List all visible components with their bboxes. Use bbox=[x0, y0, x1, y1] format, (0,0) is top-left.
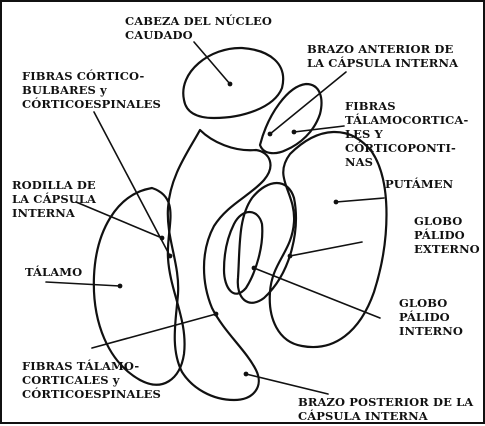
globus-pallidus-externus-outline bbox=[236, 182, 297, 304]
dot-putamen bbox=[333, 199, 339, 205]
label-posterior-limb: BRAZO POSTERIOR DE LA CÁPSULA INTERNA bbox=[298, 395, 474, 423]
label-putamen: PUTÁMEN bbox=[385, 177, 454, 191]
label-globus-pallidus-externus: GLOBO PÁLIDO EXTERNO bbox=[414, 214, 480, 256]
leader-fibras-posteriores bbox=[91, 313, 217, 349]
label-genu: RODILLA DE LA CÁPSULA INTERNA bbox=[12, 178, 97, 220]
leader-caudate bbox=[193, 41, 231, 85]
leader-genu bbox=[75, 201, 163, 239]
leader-gpe bbox=[289, 241, 363, 257]
leader-putamen bbox=[335, 197, 385, 203]
leader-posterior-limb bbox=[245, 373, 329, 395]
leader-thalamus bbox=[45, 281, 121, 287]
dot-gpi bbox=[251, 265, 257, 271]
globus-pallidus-internus-outline bbox=[222, 210, 264, 295]
label-globus-pallidus-internus: GLOBO PÁLIDO INTERNO bbox=[399, 296, 464, 338]
dot-gpe bbox=[287, 253, 293, 259]
anterior-limb-outline bbox=[258, 82, 323, 155]
dot-anterior-limb bbox=[267, 131, 273, 137]
leader-gpi bbox=[253, 267, 381, 319]
leader-thalamocortical-pontine bbox=[293, 125, 345, 133]
dot-caudate bbox=[227, 81, 233, 87]
caudate-head-outline bbox=[182, 46, 285, 120]
putamen-outline bbox=[268, 130, 388, 349]
label-thalamocortical-pontine-fibers: FIBRAS TÁLAMOCORTICA- LES Y CÓRTICOPONTI… bbox=[345, 99, 469, 169]
leader-corticobulbar bbox=[93, 111, 171, 257]
label-anterior-limb: BRAZO ANTERIOR DE LA CÁPSULA INTERNA bbox=[307, 42, 459, 70]
label-caudate-head: CABEZA DEL NÚCLEO CAUDADO bbox=[125, 14, 272, 42]
dot-fibras-posteriores bbox=[213, 311, 219, 317]
label-thalamocortical-corticospinal-fibers: FIBRAS TÁLAMO- CORTICALES y CÓRTICOESPIN… bbox=[22, 359, 161, 401]
dot-thalamocortical bbox=[291, 129, 297, 135]
label-corticobulbar-fibers: FIBRAS CÓRTICO- BULBARES y CÓRTICOESPINA… bbox=[22, 69, 161, 111]
thalamus-outline bbox=[92, 186, 186, 386]
dot-thalamus bbox=[117, 283, 123, 289]
label-thalamus: TÁLAMO bbox=[25, 265, 83, 279]
leader-anterior-limb bbox=[269, 71, 347, 135]
dot-genu bbox=[159, 235, 165, 241]
dot-posterior-limb bbox=[243, 371, 249, 377]
internal-capsule-outline bbox=[166, 128, 272, 402]
dot-corticobulbar bbox=[167, 253, 173, 259]
